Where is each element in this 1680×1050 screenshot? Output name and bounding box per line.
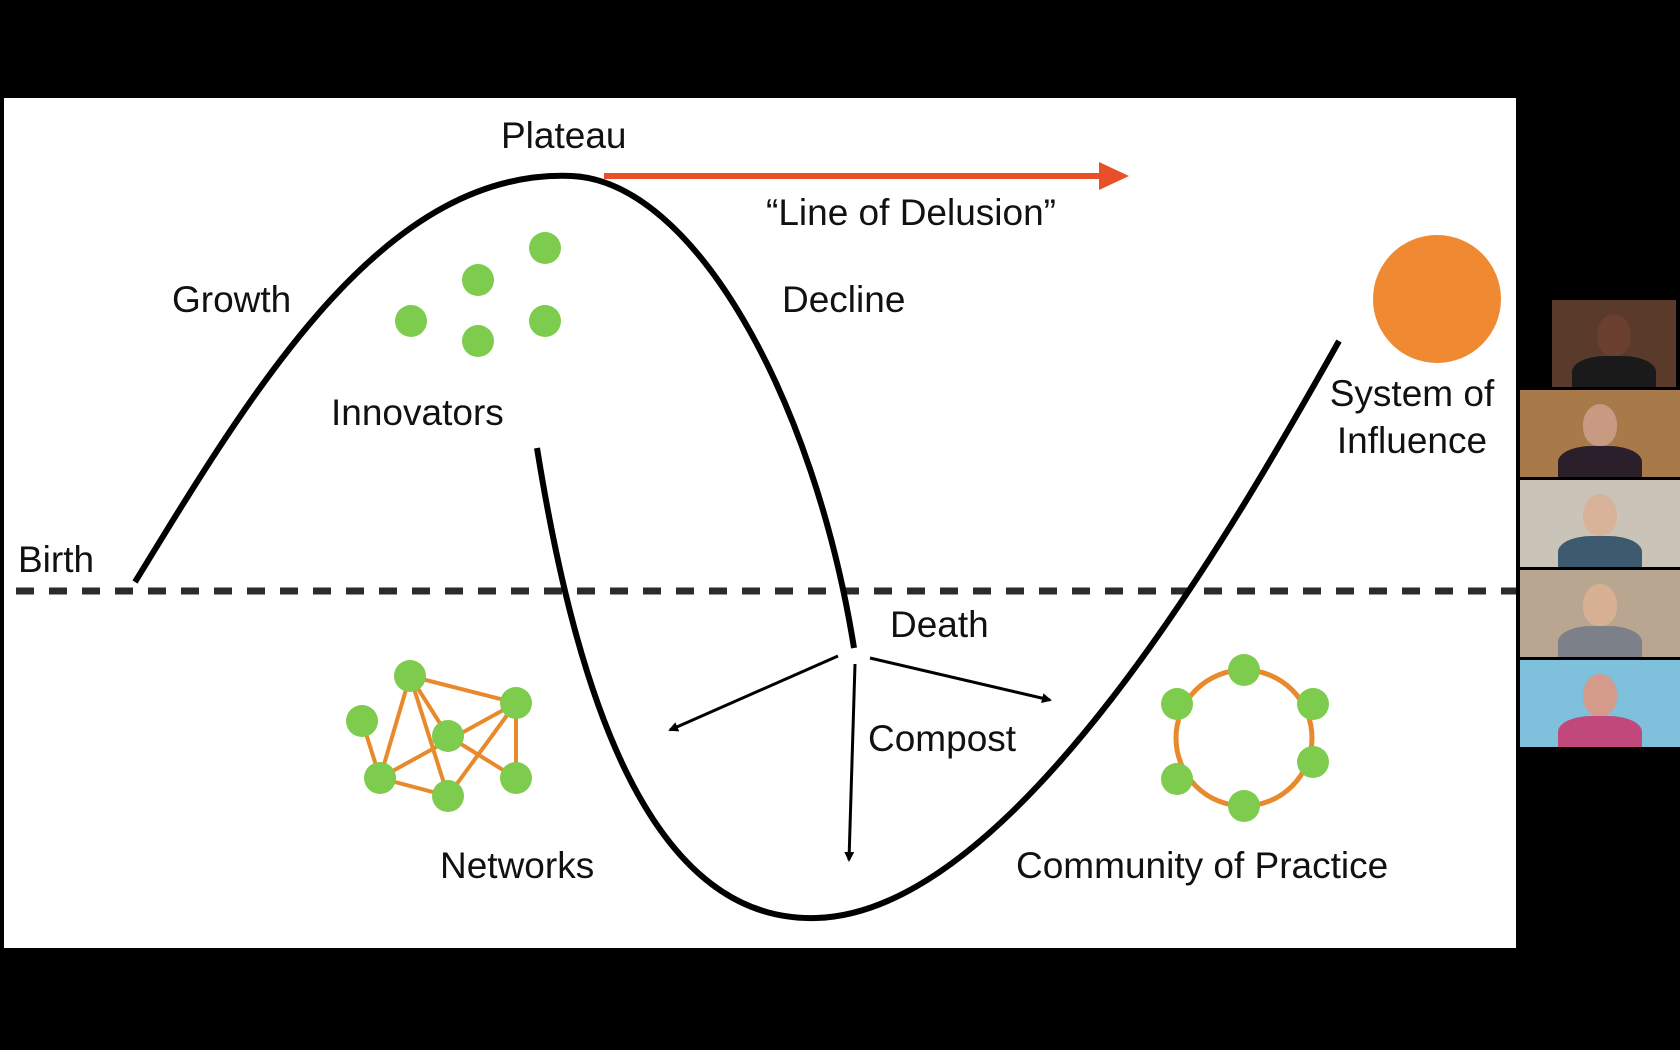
innovator-node bbox=[529, 232, 561, 264]
innovator-node bbox=[529, 305, 561, 337]
community-node bbox=[1228, 654, 1260, 686]
label-system-of-influence-line2: Influence bbox=[1336, 420, 1488, 461]
label-system-of-influence-line1: System of bbox=[1329, 373, 1495, 414]
participant-video-tile[interactable] bbox=[1520, 660, 1680, 747]
emergence-curve bbox=[534, 339, 1342, 922]
participant-video-tile[interactable] bbox=[1520, 390, 1680, 477]
community-ring bbox=[1161, 654, 1329, 822]
label-system-of-influence: System of Influence bbox=[1322, 370, 1502, 464]
system-of-influence-circle bbox=[1373, 235, 1501, 363]
network-node bbox=[394, 660, 426, 692]
network-node bbox=[364, 762, 396, 794]
slide-diagram bbox=[4, 162, 1516, 922]
participant-avatar-body bbox=[1558, 446, 1642, 477]
label-innovators: Innovators bbox=[331, 392, 504, 433]
network-node bbox=[432, 720, 464, 752]
label-plateau: Plateau bbox=[501, 115, 627, 156]
participant-avatar-face bbox=[1597, 314, 1631, 356]
label-birth: Birth bbox=[18, 539, 95, 580]
community-node bbox=[1297, 688, 1329, 720]
shared-screen: Plateau “Line of Delusion” Growth Declin… bbox=[4, 98, 1516, 948]
participant-avatar-body bbox=[1558, 716, 1642, 747]
participant-avatar-body bbox=[1558, 536, 1642, 567]
compost-arrow-right bbox=[869, 656, 1052, 704]
community-node bbox=[1297, 746, 1329, 778]
community-node bbox=[1161, 688, 1193, 720]
network-graph bbox=[346, 660, 532, 812]
participant-avatar-face bbox=[1583, 584, 1617, 626]
innovator-node bbox=[462, 264, 494, 296]
innovator-node bbox=[395, 305, 427, 337]
community-node bbox=[1161, 763, 1193, 795]
participant-avatar-face bbox=[1583, 404, 1617, 446]
line-of-delusion-arrowhead bbox=[1099, 162, 1129, 190]
network-node bbox=[432, 780, 464, 812]
label-community-of-practice: Community of Practice bbox=[1016, 845, 1389, 886]
label-decline: Decline bbox=[782, 279, 906, 320]
participant-avatar-face bbox=[1583, 494, 1617, 536]
label-compost: Compost bbox=[868, 718, 1017, 759]
participant-avatar-face bbox=[1583, 674, 1617, 716]
participant-video-tile[interactable] bbox=[1552, 300, 1676, 387]
participant-avatar-body bbox=[1572, 356, 1656, 387]
innovator-node bbox=[462, 325, 494, 357]
network-node bbox=[346, 705, 378, 737]
participant-video-tile[interactable] bbox=[1520, 480, 1680, 567]
lifecycle-curve bbox=[132, 172, 857, 649]
participant-avatar-body bbox=[1558, 626, 1642, 657]
compost-arrow-down bbox=[844, 663, 857, 862]
label-death: Death bbox=[890, 604, 989, 645]
label-growth: Growth bbox=[172, 279, 292, 320]
network-node bbox=[500, 762, 532, 794]
compost-arrow-left bbox=[668, 654, 839, 732]
network-node bbox=[500, 687, 532, 719]
participant-video-tile[interactable] bbox=[1520, 570, 1680, 657]
label-networks: Networks bbox=[440, 845, 595, 886]
community-node bbox=[1228, 790, 1260, 822]
innovators-cluster bbox=[395, 232, 561, 357]
participant-gallery bbox=[1520, 300, 1680, 750]
label-line-of-delusion: “Line of Delusion” bbox=[766, 192, 1056, 233]
